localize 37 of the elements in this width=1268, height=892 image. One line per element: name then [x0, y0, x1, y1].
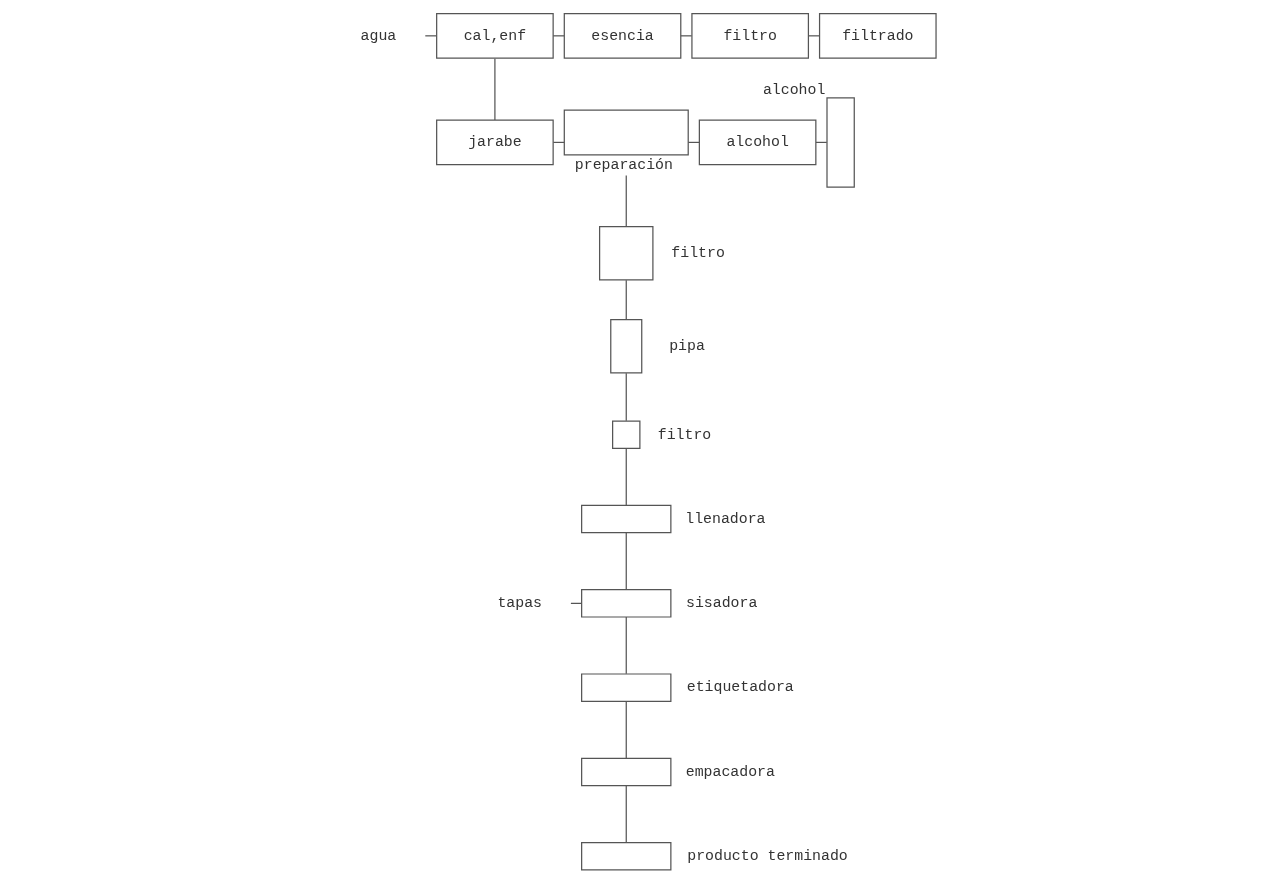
node-label: pipa [669, 338, 705, 355]
node-box: jarabe [436, 119, 554, 166]
node-label: filtro [657, 426, 712, 443]
node-box: cal,enf [436, 12, 554, 59]
node-text: tapas [497, 595, 542, 612]
node-box [610, 319, 643, 374]
node-label: filtro [671, 245, 725, 262]
node-box [581, 757, 672, 787]
node-label: sisadora [686, 595, 758, 612]
connector [625, 784, 627, 843]
node-text: agua [360, 27, 397, 44]
node-box [612, 420, 641, 450]
node-box: filtro [691, 12, 810, 59]
node-box: alcohol [698, 119, 817, 166]
node-box [581, 673, 672, 702]
node-label: alcohol [762, 81, 826, 98]
connector [625, 279, 627, 321]
connector [494, 58, 496, 121]
node-box [581, 589, 672, 618]
connector [625, 532, 627, 591]
node-label: llenadora [685, 510, 766, 527]
connector [625, 174, 627, 228]
node-box [581, 841, 672, 871]
connector [625, 372, 627, 422]
node-box [581, 504, 672, 534]
node-box [563, 109, 689, 156]
connector [625, 447, 627, 506]
node-label: preparación [574, 157, 673, 174]
node-box [826, 97, 855, 188]
node-label: producto terminado [687, 848, 848, 864]
node-label: etiquetadora [686, 679, 794, 696]
node-label: empacadora [685, 763, 775, 780]
connector [625, 700, 627, 759]
node-box [599, 226, 654, 281]
node-box: esencia [563, 12, 682, 59]
node-box: filtrado [818, 12, 937, 59]
connector [625, 616, 627, 675]
